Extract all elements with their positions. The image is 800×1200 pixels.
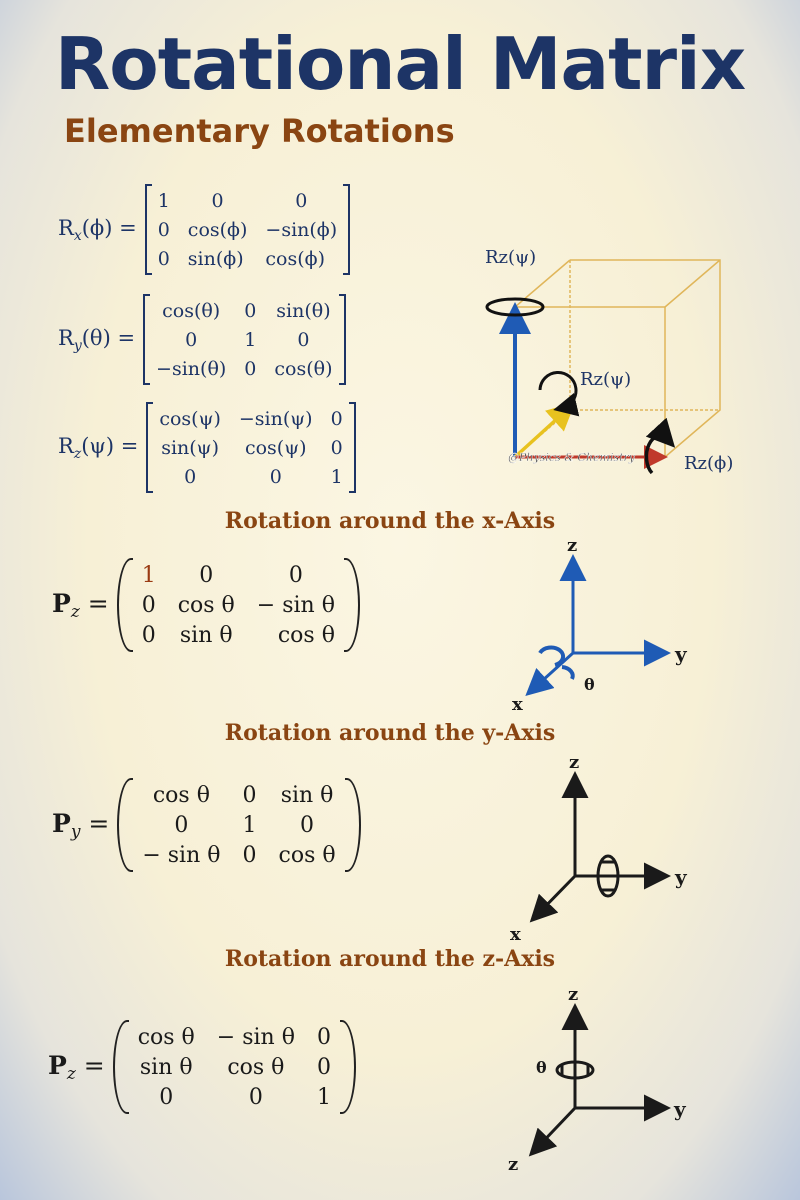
rotation-arrow-icon [560,1064,590,1076]
y-axis-arrow [513,402,576,459]
x-axis-line [529,874,577,923]
x-label: x [512,694,523,715]
watermark: @Physics & Chemistry [508,451,636,464]
y-axis-diagram: z y x [510,752,688,945]
y-label: y [674,865,688,889]
ry-lhs: Ry(θ) = [58,325,136,354]
rotation-arrow-icon [485,297,545,317]
z-label: z [568,984,578,1005]
cube-diagram: Rz(ψ) Rz(ψ) Rz(ϕ) @Physics & Chemistry [485,247,733,475]
theta-label: θ [584,675,595,694]
rotation-arrow-icon [561,665,575,680]
rx-lhs: Rx(ϕ) = [58,215,137,244]
rotation-arrow-icon [601,860,615,892]
y-axis-heading: Rotation around the y-Axis [224,720,556,746]
theta-label: θ [536,1058,547,1077]
page-title: Rotational Matrix [54,22,746,106]
x-axis-line [528,1106,577,1157]
x-axis-line [525,651,575,697]
x-label: x [510,924,521,945]
z-axis-heading: Rotation around the z-Axis [224,946,556,972]
x-axis-heading: Rotation around the x-Axis [224,508,556,534]
py-lhs: Py = [52,808,110,842]
rotation-arrow-icon [538,645,566,667]
y-label: y [674,642,688,666]
z-label: z [567,535,577,556]
page-subtitle: Elementary Rotations [64,112,455,150]
rotation-arrow-icon [555,1060,595,1080]
rotation-arrow-icon [644,417,676,475]
px-lhs: Pz = [52,588,109,622]
z-axis-diagram: z y z θ [508,984,687,1175]
x-axis-diagram: z y x θ [512,535,688,715]
rz-lhs: Rz(ψ) = [58,433,139,462]
rz-psi-top-label: Rz(ψ) [485,247,536,268]
pz-lhs: Pz = [48,1050,105,1084]
rz-phi-label: Rz(ϕ) [684,453,733,474]
x-label: z [508,1154,518,1175]
rotation-arrow-icon [596,854,620,898]
rotation-arrow-icon [538,370,580,417]
y-label: y [673,1097,687,1121]
z-label: z [569,752,579,773]
rz-psi-mid-label: Rz(ψ) [580,369,631,390]
